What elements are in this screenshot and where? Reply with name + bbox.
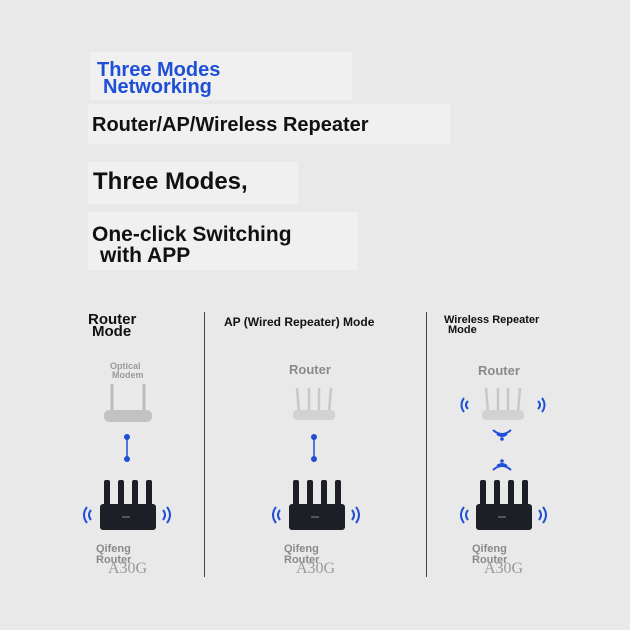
brand-line-1: Qifeng bbox=[284, 543, 319, 555]
brand-label: Qifeng Router bbox=[472, 544, 507, 566]
wifi-signal-left-icon bbox=[272, 506, 281, 524]
switching-line-2: with APP bbox=[100, 244, 191, 267]
router-a30g-icon bbox=[476, 480, 532, 530]
upstream-router-icon bbox=[293, 387, 335, 420]
brand-line-1: Qifeng bbox=[96, 543, 131, 555]
brand-line-1: Qifeng bbox=[472, 543, 507, 555]
brand-line-2: Router bbox=[96, 554, 132, 566]
header-line-2: Networking bbox=[103, 76, 212, 98]
panel-wireless-repeater-title: Wireless Repeater Mode bbox=[444, 314, 540, 336]
switching-heading: One-click Switching with APP bbox=[92, 224, 292, 266]
upstream-router-icon bbox=[482, 387, 524, 420]
brand-label: Qifeng Router bbox=[284, 544, 319, 566]
header-title: Three Modes Networking bbox=[97, 59, 221, 98]
panel-router-mode-title: Router Mode bbox=[88, 311, 137, 340]
wifi-signal-right-icon bbox=[538, 506, 547, 524]
upstream-router-label: Router bbox=[478, 363, 520, 378]
upstream-label-line-1: Optical bbox=[110, 361, 141, 371]
wifi-signal-left-icon bbox=[460, 397, 469, 413]
wifi-signal-left-icon bbox=[83, 506, 92, 524]
wifi-down-icon bbox=[492, 429, 512, 441]
heading-backdrop bbox=[88, 162, 298, 204]
wired-link-icon bbox=[311, 434, 317, 462]
three-modes-heading: Three Modes, bbox=[93, 168, 248, 195]
switching-line-1: One-click Switching bbox=[92, 223, 292, 246]
model-label: A30G bbox=[108, 560, 148, 577]
panel-divider bbox=[204, 312, 205, 577]
wifi-signal-right-icon bbox=[537, 397, 546, 413]
model-label: A30G bbox=[296, 560, 336, 577]
panel-title-line-2: Mode bbox=[448, 324, 477, 336]
optical-modem-label: Optical Modem bbox=[110, 362, 144, 380]
router-a30g-icon bbox=[289, 480, 345, 530]
wifi-signal-right-icon bbox=[162, 506, 171, 524]
panel-title-line-1: Router bbox=[88, 311, 137, 328]
brand-label: Qifeng Router bbox=[96, 544, 131, 566]
wifi-signal-right-icon bbox=[351, 506, 360, 524]
brand-line-2: Router bbox=[284, 554, 320, 566]
panel-ap-mode-title: AP (Wired Repeater) Mode bbox=[224, 315, 375, 329]
brand-line-2: Router bbox=[472, 554, 508, 566]
panel-title-line-2: Mode bbox=[92, 323, 132, 340]
wired-link-icon bbox=[124, 434, 130, 462]
heading-backdrop bbox=[88, 212, 358, 270]
wifi-signal-left-icon bbox=[460, 506, 469, 524]
panel-divider bbox=[426, 312, 427, 577]
modes-list-heading: Router/AP/Wireless Repeater bbox=[92, 114, 369, 136]
upstream-label-line-2: Modem bbox=[112, 370, 144, 380]
router-a30g-icon bbox=[100, 480, 156, 530]
heading-backdrop bbox=[90, 52, 352, 100]
wifi-up-icon bbox=[492, 459, 512, 471]
upstream-router-label: Router bbox=[289, 362, 331, 377]
optical-modem-icon bbox=[104, 384, 152, 422]
model-label: A30G bbox=[484, 560, 524, 577]
panel-title-line-1: Wireless Repeater bbox=[444, 314, 540, 326]
heading-backdrop bbox=[88, 104, 450, 144]
header-line-1: Three Modes bbox=[97, 59, 221, 81]
